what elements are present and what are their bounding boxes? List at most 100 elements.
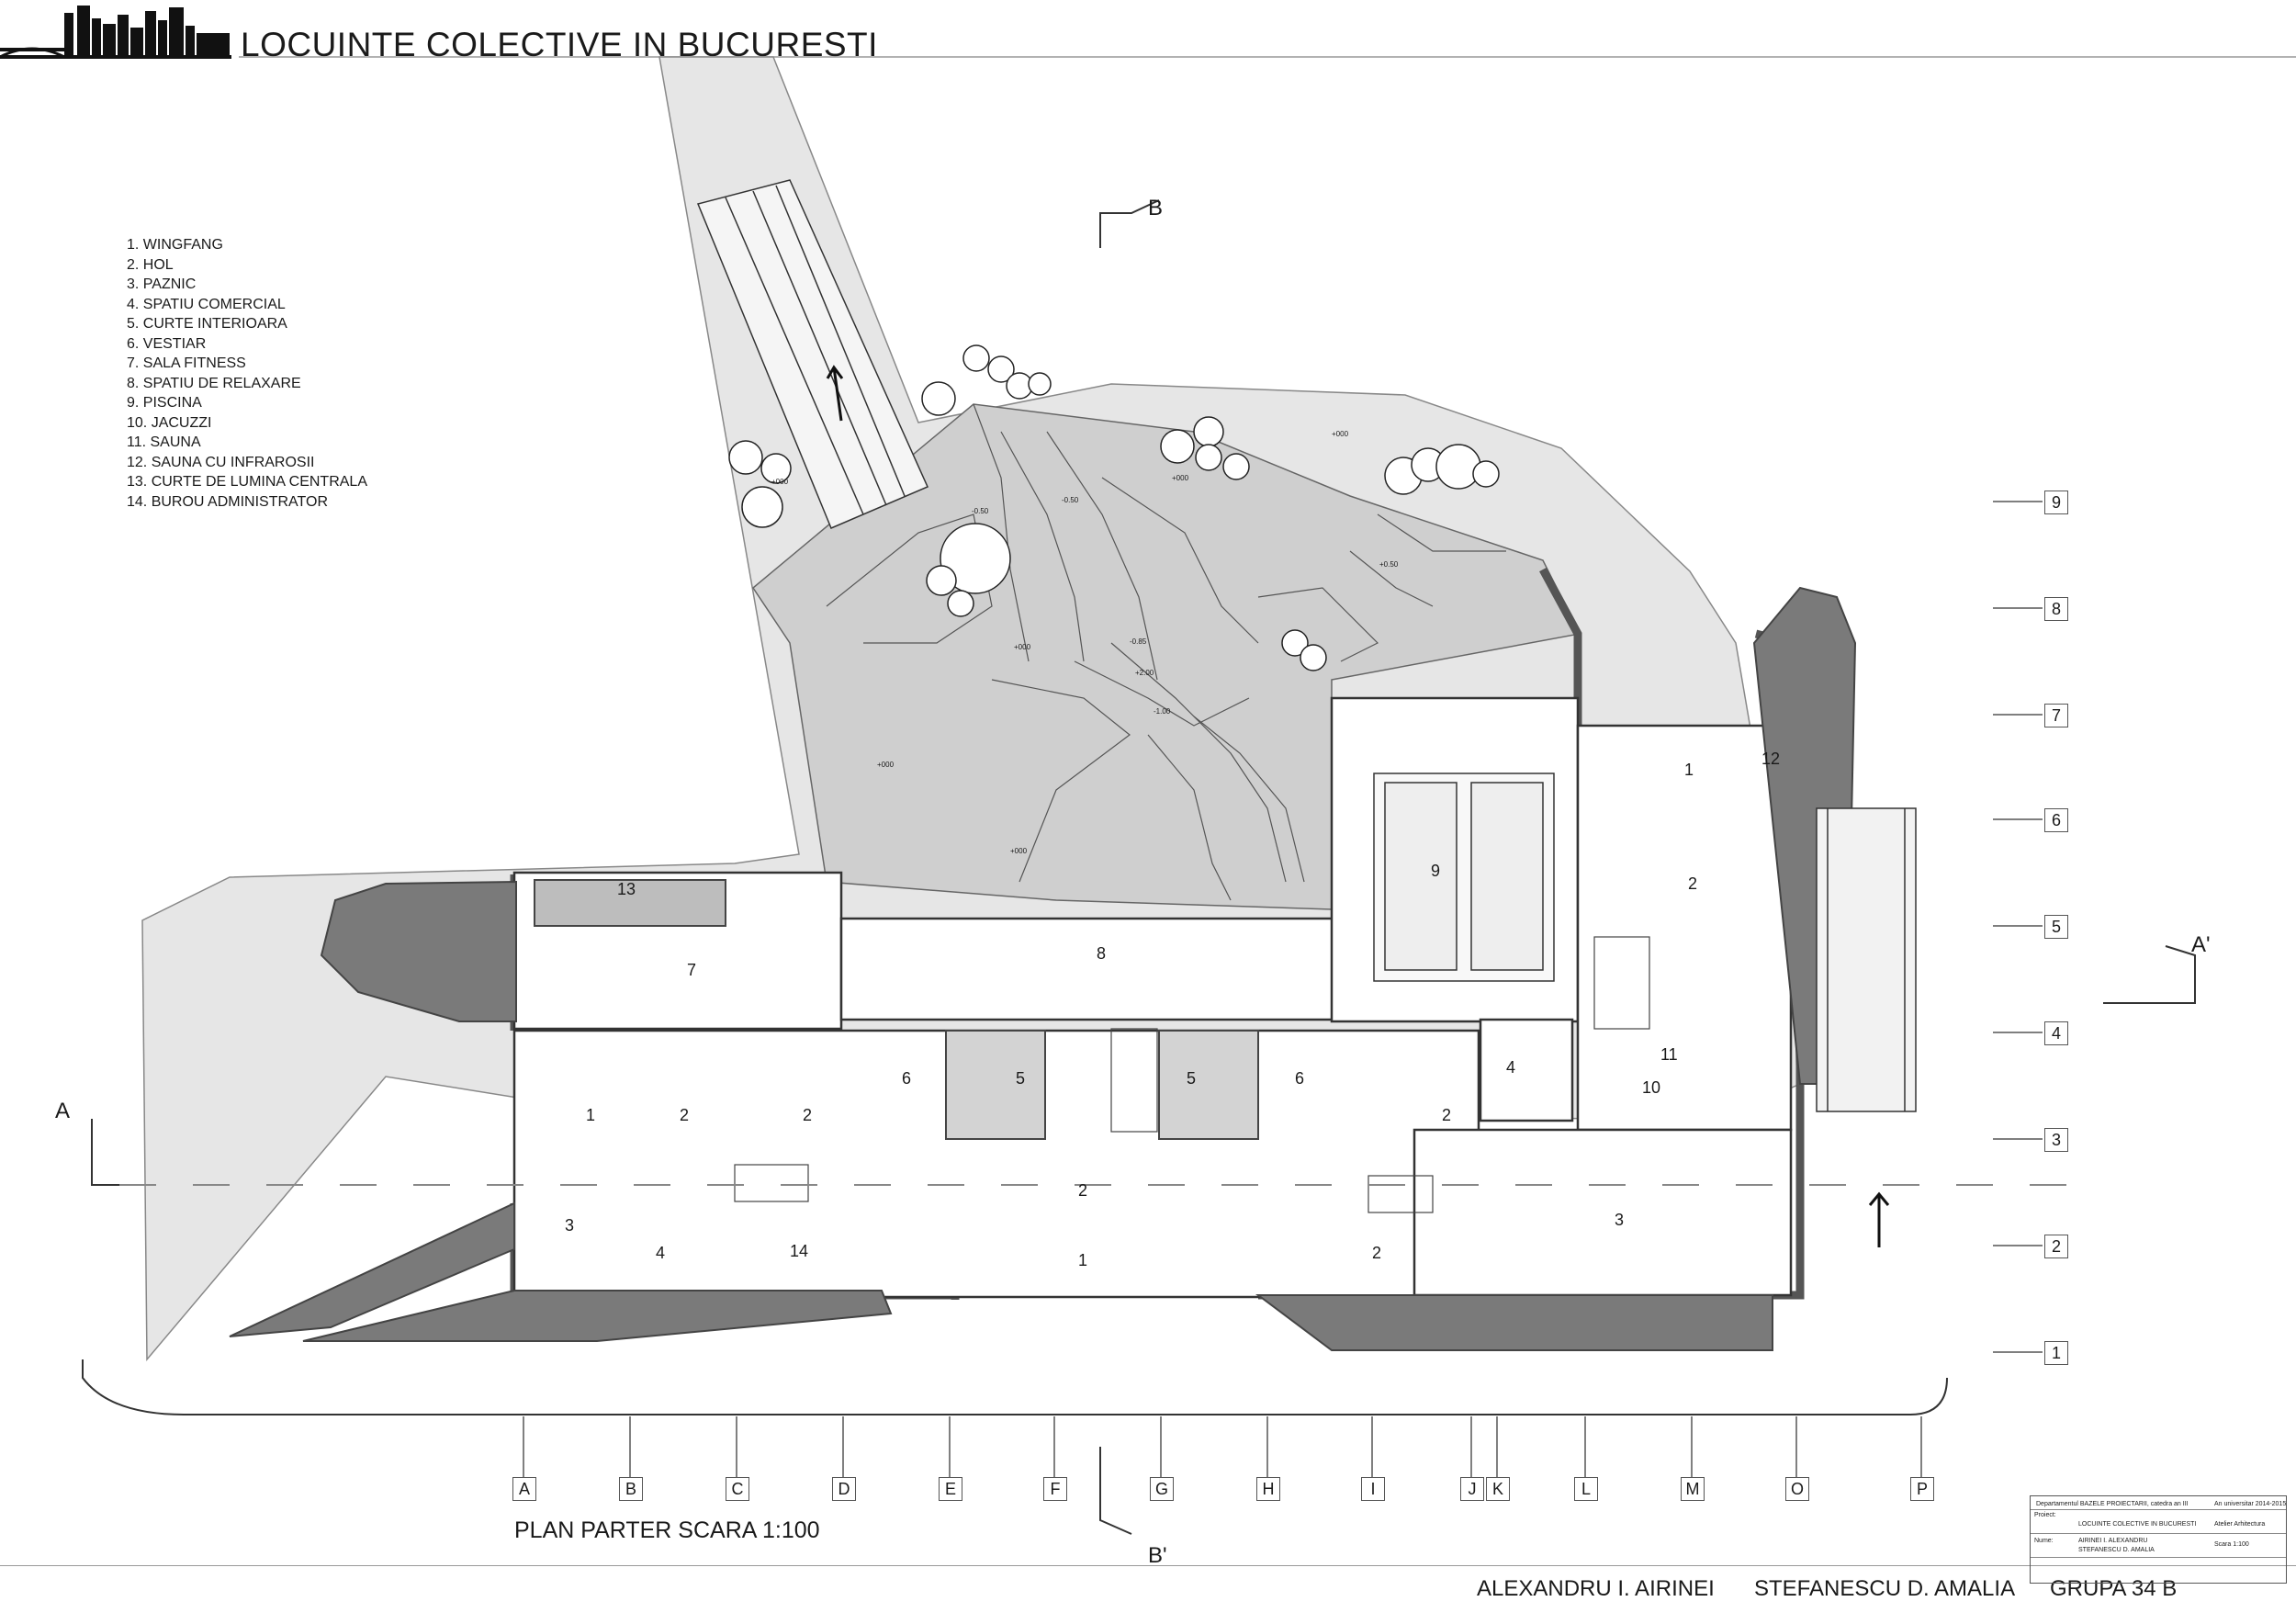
section-label-b-prime: B' xyxy=(1148,1543,1167,1568)
room-number: 2 xyxy=(803,1106,813,1124)
room-number: 6 xyxy=(1295,1069,1305,1088)
grid-row-label: 7 xyxy=(2044,704,2068,727)
level-mark: -0.50 xyxy=(1062,496,1079,504)
grid-column-label: F xyxy=(1043,1477,1067,1501)
room-number: 1 xyxy=(1078,1251,1088,1269)
grid-column-label: J xyxy=(1460,1477,1484,1501)
grid-column-label: I xyxy=(1361,1477,1385,1501)
grid-column-label: H xyxy=(1256,1477,1280,1501)
level-mark: +2.00 xyxy=(1135,669,1154,677)
north-ramp xyxy=(696,179,929,529)
north-ramp-arrow xyxy=(826,365,844,422)
grid-column-label: A xyxy=(512,1477,536,1501)
level-mark: +000 xyxy=(1172,474,1189,482)
grid-row-label: 8 xyxy=(2044,597,2068,621)
tb-name-1: AIRINEI I. ALEXANDRU xyxy=(2078,1538,2148,1544)
skyline-logo xyxy=(0,6,231,59)
room-number: 13 xyxy=(617,880,636,898)
grid-column-label: G xyxy=(1150,1477,1174,1501)
grid-row-label: 3 xyxy=(2044,1128,2068,1152)
footer-rule xyxy=(0,1565,2296,1566)
grid-column-label: E xyxy=(939,1477,962,1501)
section-label-a-prime: A' xyxy=(2191,932,2211,957)
grid-column-label: P xyxy=(1910,1477,1934,1501)
legend-item: 9. PISCINA xyxy=(127,395,202,411)
room-number: 6 xyxy=(902,1069,912,1088)
tb-year: An universitar 2014-2015 xyxy=(2214,1501,2287,1507)
tb-name-label: Nume: xyxy=(2034,1538,2054,1544)
author-1: ALEXANDRU I. AIRINEI xyxy=(1477,1576,1715,1601)
grid-row-label: 9 xyxy=(2044,491,2068,514)
legend-item: 10. JACUZZI xyxy=(127,414,212,431)
level-mark: +000 xyxy=(1014,643,1031,651)
room-number: 5 xyxy=(1016,1069,1026,1088)
room-number: 2 xyxy=(680,1106,690,1124)
level-mark: -0.50 xyxy=(972,507,989,515)
group-label: GRUPA 34 B xyxy=(2050,1576,2178,1601)
legend-item: 8. SPATIU DE RELAXARE xyxy=(127,375,301,391)
room-number: 12 xyxy=(1761,750,1781,768)
author-2: STEFANESCU D. AMALIA xyxy=(1754,1576,2016,1601)
legend-item: 13. CURTE DE LUMINA CENTRALA xyxy=(127,474,367,490)
legend-item: 6. VESTIAR xyxy=(127,335,207,352)
room-number: 2 xyxy=(1372,1244,1382,1262)
room-legend: 1. WINGFANG 2. HOL 3. PAZNIC 4. SPATIU C… xyxy=(127,235,367,512)
room-number: 1 xyxy=(1684,761,1694,779)
room-number: 14 xyxy=(790,1242,809,1260)
grid-row-label: 6 xyxy=(2044,808,2068,832)
room-number: 2 xyxy=(1078,1181,1088,1200)
level-mark: +0.50 xyxy=(1379,560,1399,569)
tb-project: LOCUINTE COLECTIVE IN BUCURESTI xyxy=(2078,1521,2197,1528)
legend-item: 11. SAUNA xyxy=(127,434,201,450)
grid-column-label: B xyxy=(619,1477,643,1501)
grid-column-label: C xyxy=(726,1477,749,1501)
light-court-13 xyxy=(534,879,726,927)
tb-atelier: Atelier Arhitectura xyxy=(2214,1521,2266,1528)
east-ramp xyxy=(1816,807,1917,1112)
stairs xyxy=(734,936,1650,1213)
garden-facets xyxy=(826,403,1506,901)
tb-project-label: Proiect: xyxy=(2034,1512,2056,1518)
street-curb xyxy=(82,1359,1948,1415)
section-label-a: A xyxy=(55,1099,71,1123)
room-number: 7 xyxy=(687,961,697,979)
room-number: 4 xyxy=(656,1244,666,1262)
room-number: 3 xyxy=(565,1216,575,1235)
tb-dept: Departamentul BAZELE PROIECTARII, catedr… xyxy=(2036,1501,2189,1507)
level-mark: +000 xyxy=(1332,430,1349,438)
column-axis-lines xyxy=(523,1416,1922,1479)
room-number: 5 xyxy=(1187,1069,1197,1088)
grid-row-label: 1 xyxy=(2044,1341,2068,1365)
grid-row-label: 5 xyxy=(2044,915,2068,939)
level-mark: +000 xyxy=(877,761,895,769)
room-number: 3 xyxy=(1615,1211,1625,1229)
title-block: Departamentul BAZELE PROIECTARII, catedr… xyxy=(2030,1495,2287,1584)
retaining-walls xyxy=(229,586,1857,1351)
grid-column-label: M xyxy=(1681,1477,1705,1501)
grid-row-label: 4 xyxy=(2044,1021,2068,1045)
level-mark: +000 xyxy=(771,478,789,486)
room-number: 10 xyxy=(1642,1078,1661,1097)
section-cut-lines xyxy=(91,199,2196,1535)
room-number: 11 xyxy=(1660,1045,1678,1064)
legend-item: 1. WINGFANG xyxy=(127,237,223,253)
legend-item: 3. PAZNIC xyxy=(127,276,197,292)
grid-row-label: 2 xyxy=(2044,1235,2068,1258)
legend-item: 12. SAUNA CU INFRAROSII xyxy=(127,454,315,470)
legend-item: 7. SALA FITNESS xyxy=(127,355,246,371)
room-number: 9 xyxy=(1431,862,1441,880)
room-number: 4 xyxy=(1506,1058,1516,1077)
row-axis-lines xyxy=(1993,501,2043,1353)
plan-title: PLAN PARTER SCARA 1:100 xyxy=(514,1517,820,1543)
section-label-b: B xyxy=(1148,196,1164,220)
inner-court-right xyxy=(1158,1030,1259,1140)
grid-column-label: L xyxy=(1574,1477,1598,1501)
room-number: 1 xyxy=(586,1106,596,1124)
level-mark: -0.85 xyxy=(1130,637,1147,646)
grid-column-label: K xyxy=(1486,1477,1510,1501)
legend-item: 2. HOL xyxy=(127,256,174,273)
legend-item: 4. SPATIU COMERCIAL xyxy=(127,296,286,312)
level-mark: +000 xyxy=(1010,847,1028,855)
room-number: 2 xyxy=(1442,1106,1452,1124)
